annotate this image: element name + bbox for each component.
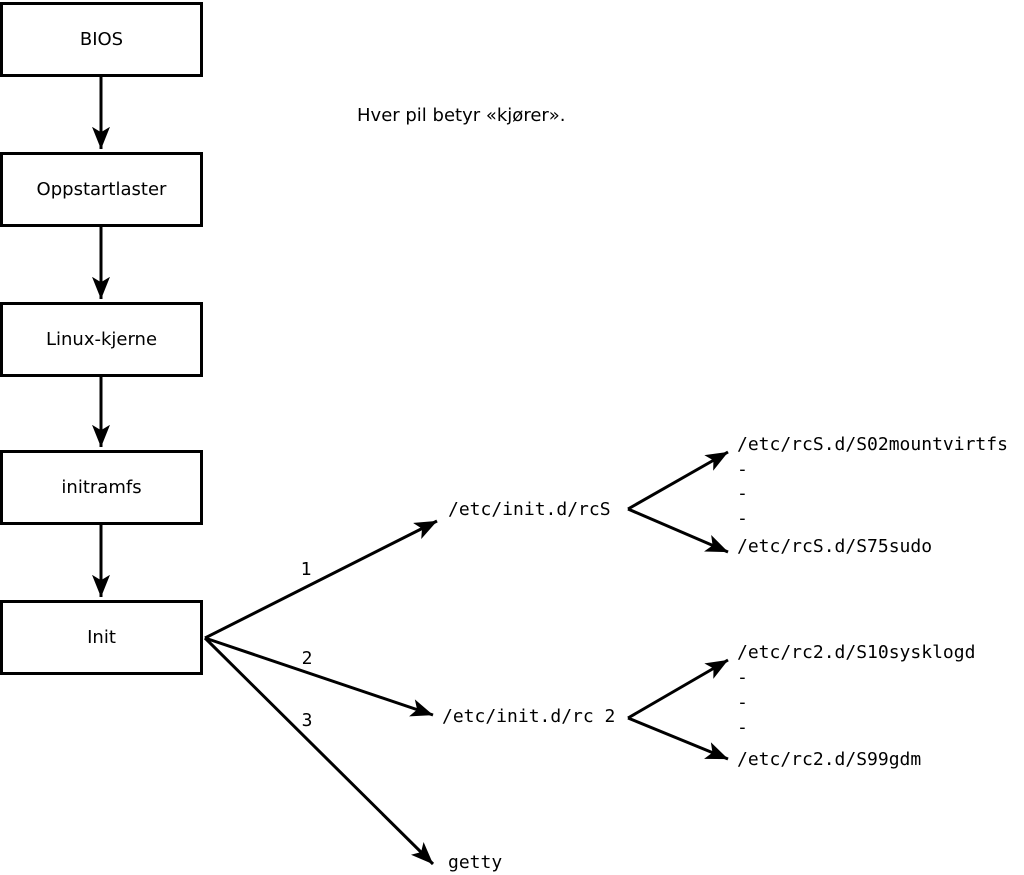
arrow-rcs-to-last — [627, 507, 729, 554]
arrow-rc2-to-first — [627, 658, 729, 720]
rc2-first-script: /etc/rc2.d/S10sysklogd — [737, 642, 976, 663]
rcS-ellipsis-dash: - — [737, 508, 748, 529]
arrow-rcs-to-first — [627, 450, 729, 511]
rcS-ellipsis-dash: - — [737, 459, 748, 480]
flow-box-label: Linux-kjerne — [45, 329, 158, 350]
arrow-init-to-getty — [203, 636, 435, 866]
flow-box-label: Init — [87, 627, 116, 648]
flow-box-label: initramfs — [61, 477, 142, 498]
arrow-label-1: 1 — [300, 559, 312, 580]
flow-box-label: Oppstartlaster — [36, 179, 167, 200]
arrow-label-3: 3 — [301, 710, 313, 731]
rcS-ellipsis-dash: - — [737, 483, 748, 504]
rc2-ellipsis-dash: - — [737, 692, 748, 713]
arrow-rc2-to-last — [627, 716, 729, 761]
rc2-ellipsis-dash: - — [737, 667, 748, 688]
rc2-last-script: /etc/rc2.d/S99gdm — [737, 749, 922, 770]
rcS-first-script: /etc/rcS.d/S02mountvirtfs — [737, 434, 1008, 455]
rc2-ellipsis-dash: - — [737, 717, 748, 738]
runlevel-script-rc2: /etc/init.d/rc 2 — [442, 706, 616, 727]
flow-box-label: BIOS — [79, 29, 124, 50]
arrow-init-to-rc2 — [204, 636, 434, 717]
flow-box-bootloader: Oppstartlaster — [0, 152, 203, 227]
arrow-init-to-rcs — [204, 519, 438, 640]
rcS-last-script: /etc/rcS.d/S75sudo — [737, 536, 933, 557]
flow-box-kernel: Linux-kjerne — [0, 302, 203, 377]
runlevel-script-rcS: /etc/init.d/rcS — [448, 499, 611, 520]
flow-box-bios: BIOS — [0, 2, 203, 77]
flow-box-init: Init — [0, 600, 203, 675]
terminal-getty: getty — [448, 852, 503, 873]
arrow-label-2: 2 — [301, 648, 313, 669]
note-text: Hver pil betyr «kjører». — [357, 105, 566, 126]
flow-box-initramfs: initramfs — [0, 450, 203, 525]
